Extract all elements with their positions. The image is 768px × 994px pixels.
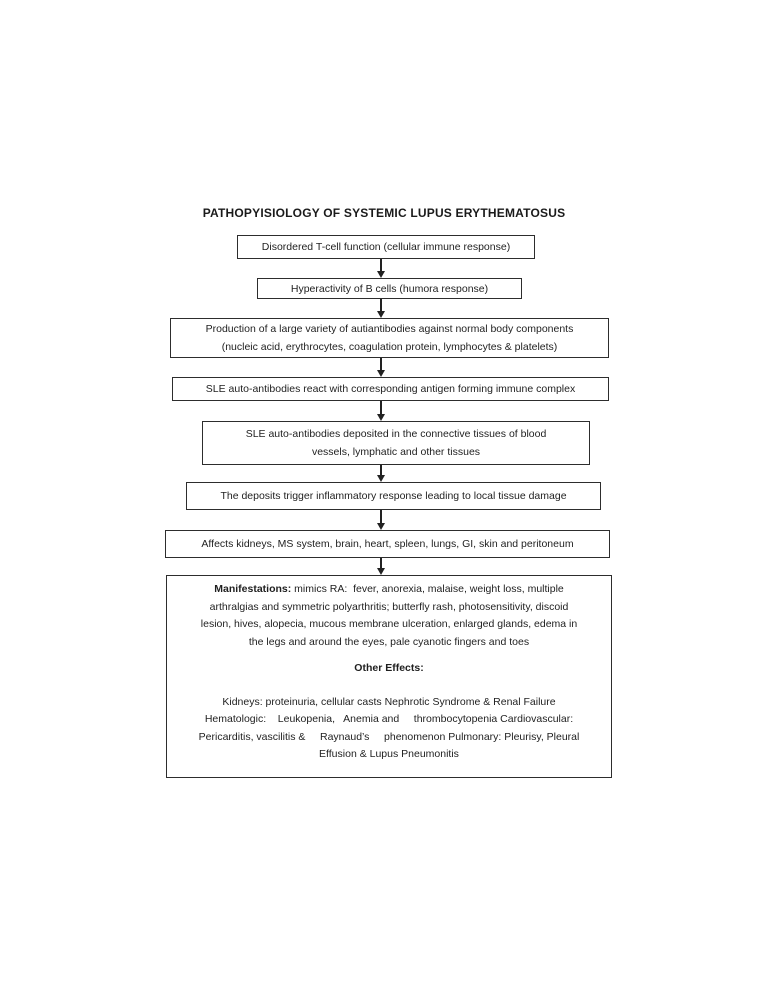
flow-box-autoantibody-production: Production of a large variety of autiant… [170,318,609,358]
arrow-stem [380,558,382,569]
other-effects-heading: Other Effects: [354,662,424,674]
text-line: vessels, lymphatic and other tissues [311,446,481,458]
text-line: (nucleic acid, erythrocytes, coagulation… [221,341,558,353]
text-line: lesion, hives, alopecia, mucous membrane… [200,618,578,630]
down-arrow-connector-4 [376,401,386,421]
flow-box-inflammatory-response: The deposits trigger inflammatory respon… [186,482,601,510]
arrow-head-icon [376,271,385,278]
text-line: Pericarditis, vascilitis & Raynaud’s phe… [198,730,580,743]
arrow-head-icon [376,475,385,482]
flow-box-immune-complex: SLE auto-antibodies react with correspon… [172,377,609,401]
down-arrow-connector-7 [376,558,386,575]
arrow-stem [380,299,382,312]
text-line: SLE auto-antibodies deposited in the con… [245,428,547,440]
down-arrow-connector-1 [376,259,386,278]
text-line: Production of a large variety of autiant… [205,323,574,335]
text-line: Manifestations: mimics RA: fever, anorex… [201,581,577,599]
arrow-head-icon [376,523,385,530]
text-line: Affects kidneys, MS system, brain, heart… [201,538,574,550]
text-line: Effusion & Lupus Pneumonitis [319,748,459,760]
text-line: Hyperactivity of B cells (humora respons… [290,282,489,295]
text-line: arthralgias and symmetric polyarthritis;… [209,600,569,613]
text-line: SLE auto-antibodies react with correspon… [205,383,576,395]
text-line: The deposits trigger inflammatory respon… [220,490,567,502]
flow-box-affected-organs: Affects kidneys, MS system, brain, heart… [165,530,610,558]
manifestations-paragraph: Manifestations: mimics RA: fever, anorex… [201,581,577,651]
arrow-head-icon [376,568,385,575]
manifestations-label: Manifestations: [214,583,292,595]
manifestations-line1-rest: mimics RA: fever, anorexia, malaise, wei… [291,583,564,595]
arrow-stem [380,358,382,371]
down-arrow-connector-6 [376,510,386,530]
flow-box-deposition: SLE auto-antibodies deposited in the con… [202,421,590,465]
text-line: Hematologic: Leukopenia, Anemia and thro… [204,713,574,725]
arrow-head-icon [376,370,385,377]
page-title: PATHOPYISIOLOGY OF SYSTEMIC LUPUS ERYTHE… [202,206,566,220]
arrow-stem [380,465,382,476]
text-line: Disordered T-cell function (cellular imm… [261,241,511,253]
flow-box-manifestations: Manifestations: mimics RA: fever, anorex… [166,575,612,778]
down-arrow-connector-3 [376,358,386,377]
arrow-stem [380,259,382,272]
arrow-stem [380,510,382,524]
down-arrow-connector-5 [376,465,386,482]
arrow-head-icon [376,311,385,318]
arrow-head-icon [376,414,385,421]
text-line: Kidneys: proteinuria, cellular casts Nep… [222,695,556,708]
flow-box-tcell-function: Disordered T-cell function (cellular imm… [237,235,535,259]
down-arrow-connector-2 [376,299,386,318]
other-effects-paragraph: Kidneys: proteinuria, cellular casts Nep… [199,694,580,764]
text-line: the legs and around the eyes, pale cyano… [248,635,530,648]
flow-box-bcell-hyperactivity: Hyperactivity of B cells (humora respons… [257,278,522,299]
arrow-stem [380,401,382,415]
